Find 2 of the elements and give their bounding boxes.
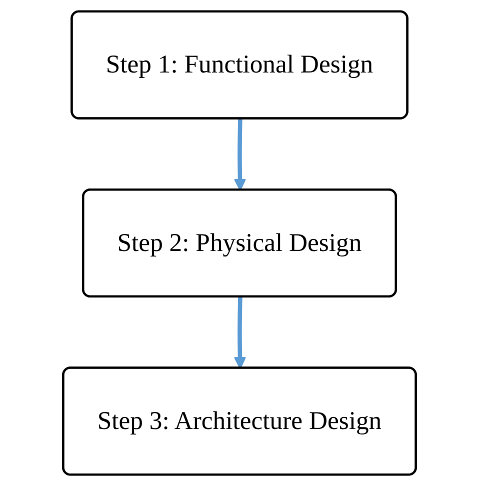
arrow [234,297,246,369]
arrow [234,118,246,191]
